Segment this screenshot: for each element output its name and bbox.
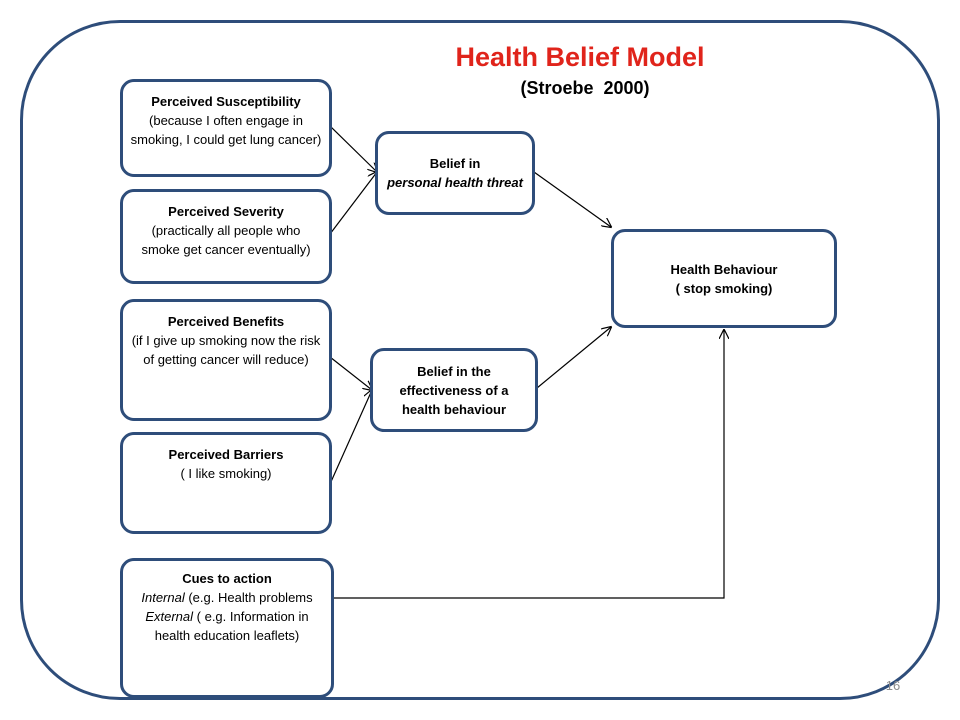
node-cues-external: External ( e.g. Information in health ed… xyxy=(137,607,317,645)
node-text: (because I often engage in smoking, I co… xyxy=(130,113,322,147)
node-belief-effectiveness: Belief in the effectiveness of a health … xyxy=(370,348,538,432)
node-heading: Perceived Benefits xyxy=(167,314,285,329)
node-line2: personal health threat xyxy=(387,175,523,190)
internal-label: Internal xyxy=(141,590,185,605)
edge-susceptibility-threat xyxy=(329,125,377,172)
node-heading: Perceived Susceptibility xyxy=(151,94,301,109)
node-health-behaviour: Health Behaviour ( stop smoking) xyxy=(611,229,837,328)
diagram-title: Health Belief Model xyxy=(455,42,705,72)
node-text: ( I like smoking) xyxy=(180,466,272,481)
node-cues-internal: Internal (e.g. Health problems xyxy=(137,588,317,607)
node-belief-personal-health-threat: Belief in personal health threat xyxy=(375,131,535,215)
node-line1: Health Behaviour xyxy=(670,261,778,277)
diagram-subtitle: (Stroebe 2000) xyxy=(520,78,650,98)
internal-text: (e.g. Health problems xyxy=(184,590,313,605)
node-perceived-severity: Perceived Severity (practically all peop… xyxy=(120,189,332,284)
external-label: External xyxy=(145,609,194,624)
edge-barriers-effectiveness xyxy=(329,390,372,485)
edge-effectiveness-behaviour xyxy=(536,327,611,389)
node-heading: Perceived Barriers xyxy=(168,447,284,462)
node-perceived-susceptibility: Perceived Susceptibility (because I ofte… xyxy=(120,79,332,177)
node-perceived-benefits: Perceived Benefits (if I give up smoking… xyxy=(120,299,332,421)
node-text: (if I give up smoking now the risk of ge… xyxy=(131,333,321,367)
external-text: ( e.g. Information in health education l… xyxy=(154,609,309,643)
edge-threat-behaviour xyxy=(533,171,611,227)
node-heading: Perceived Severity xyxy=(168,204,284,219)
node-text: (practically all people who smoke get ca… xyxy=(141,223,311,257)
node-text: Belief in the effectiveness of a health … xyxy=(399,363,509,417)
edge-severity-threat xyxy=(329,172,377,235)
page-number: 16 xyxy=(885,678,901,693)
edge-benefits-effectiveness xyxy=(329,356,372,390)
edge-cues-behaviour xyxy=(333,330,724,599)
node-perceived-barriers: Perceived Barriers ( I like smoking) xyxy=(120,432,332,534)
node-line1: Belief in xyxy=(429,156,481,171)
node-cues-to-action: Cues to action Internal (e.g. Health pro… xyxy=(120,558,334,698)
node-heading: Cues to action xyxy=(182,571,272,586)
node-line2: ( stop smoking) xyxy=(675,280,773,296)
